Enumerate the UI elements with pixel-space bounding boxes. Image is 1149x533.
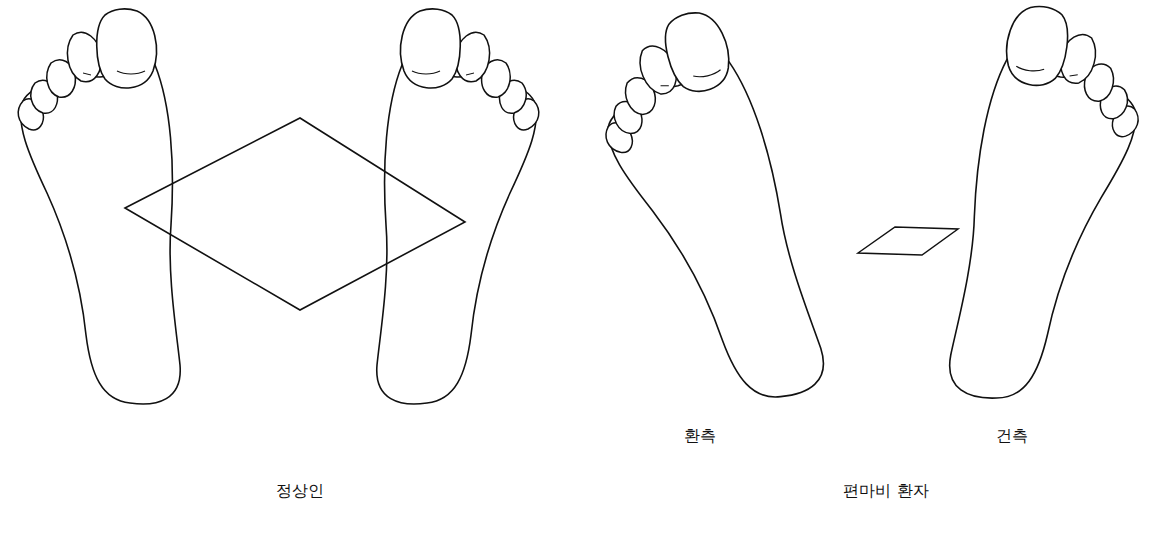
affected-foot xyxy=(583,1,830,422)
left-foot xyxy=(18,9,180,404)
side-label: 환측 xyxy=(684,426,716,445)
support-base xyxy=(125,118,465,310)
unaffected-foot xyxy=(946,1,1148,411)
group-label: 편마비 환자 xyxy=(843,481,928,500)
group-label: 정상인 xyxy=(276,481,324,500)
right-foot xyxy=(377,9,539,404)
support-base xyxy=(858,227,958,255)
side-label: 건측 xyxy=(996,426,1028,445)
